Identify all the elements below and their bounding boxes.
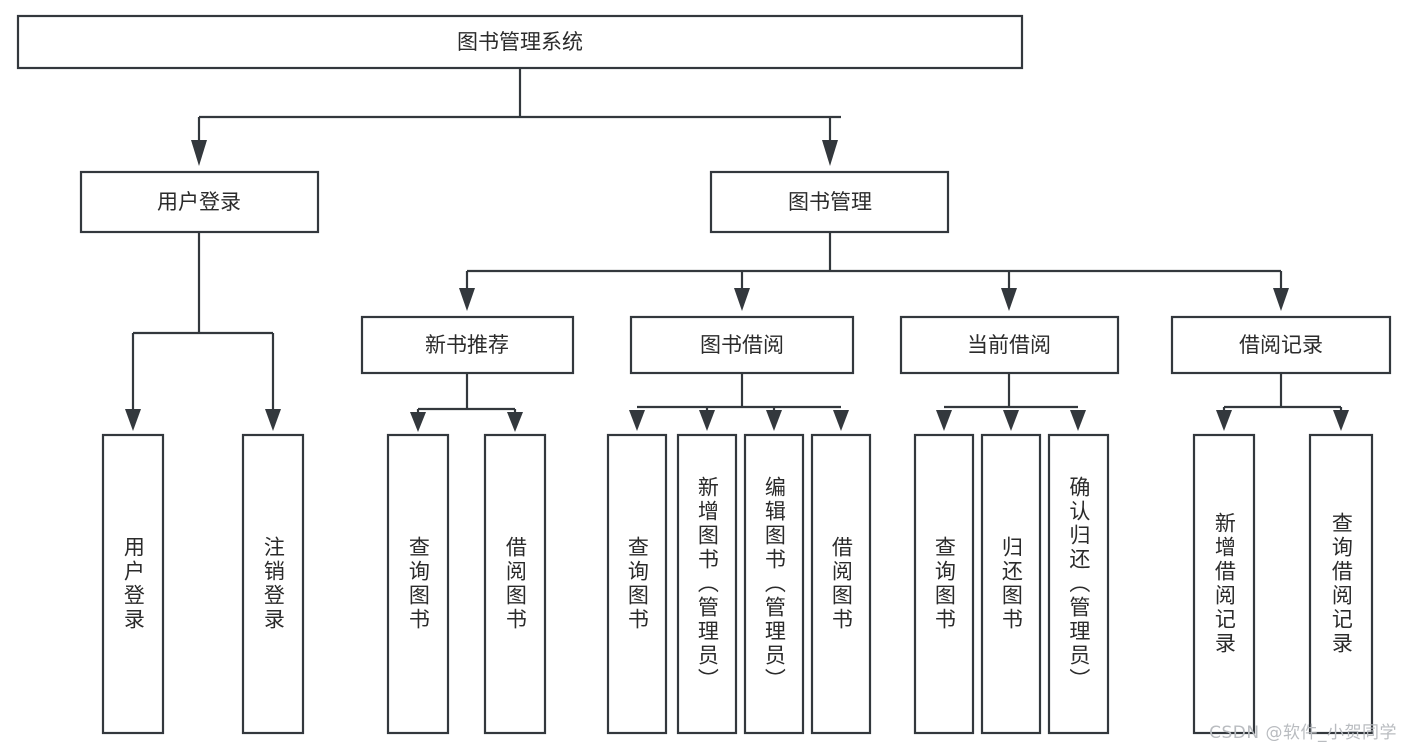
leaf-box-query-book-1[interactable] [386,433,450,735]
node-book-management-box [709,170,950,234]
leaf-box-borrow-book-2[interactable] [810,433,872,735]
leaf-box-add-record[interactable] [1192,433,1256,735]
arrow-head-icon [1070,410,1086,431]
node-new-book-recommend-label: 新书推荐 [425,333,509,357]
node-root-label: 图书管理系统 [457,30,583,54]
node-borrow-records-label: 借阅记录 [1239,333,1323,357]
arrow-head-icon [766,410,782,431]
node-user-login-box [79,170,320,234]
arrow-head-icon [699,410,715,431]
leaf-box-add-book[interactable] [676,433,738,735]
node-root-box [16,14,1024,70]
arrow-head-icon [1001,288,1017,311]
leaf-box-query-book-3[interactable] [913,433,975,735]
arrow-head-icon [507,412,523,432]
edge-group-book-mgmt [459,232,1289,311]
edge-group-new-book [410,373,523,432]
arrow-head-icon [822,140,838,166]
arrow-head-icon [734,288,750,311]
leaf-box-confirm-return[interactable] [1047,433,1110,735]
leaf-box-query-book-2[interactable] [606,433,668,735]
leaf-box-return-book[interactable] [980,433,1042,735]
arrow-head-icon [1273,288,1289,311]
node-book-management[interactable]: 图书管理 [709,170,950,234]
arrow-head-icon [629,410,645,431]
watermark-text: CSDN @软件_小贺同学 [1209,723,1397,743]
arrow-head-icon [936,410,952,431]
arrow-head-icon [191,140,207,166]
node-root-system[interactable]: 图书管理系统 [16,14,1024,70]
leaf-box-user-login[interactable] [101,433,165,735]
node-current-borrow-label: 当前借阅 [967,333,1051,357]
arrow-head-icon [410,412,426,432]
node-current-borrow[interactable]: 当前借阅 [899,315,1120,375]
arrow-head-icon [1333,410,1349,431]
arrow-head-icon [265,409,281,431]
leaf-box-edit-book[interactable] [743,433,805,735]
node-current-borrow-box [899,315,1120,375]
leaf-boxes [101,433,1374,735]
edge-group-root [191,68,841,166]
node-user-login-label: 用户登录 [157,190,241,214]
arrow-head-icon [1003,410,1019,431]
node-book-borrow-label: 图书借阅 [700,333,784,357]
node-book-management-label: 图书管理 [788,190,872,214]
node-borrow-records-box [1170,315,1392,375]
edge-group-user-login [125,232,281,431]
leaf-box-query-record[interactable] [1308,433,1374,735]
edge-group-book-borrow [629,373,849,431]
leaf-box-logout[interactable] [241,433,305,735]
arrow-head-icon [1216,410,1232,431]
node-new-book-recommend-box [360,315,575,375]
node-borrow-records[interactable]: 借阅记录 [1170,315,1392,375]
arrow-head-icon [125,409,141,431]
node-book-borrow-box [629,315,855,375]
node-user-login[interactable]: 用户登录 [79,170,320,234]
leaf-box-borrow-book-1[interactable] [483,433,547,735]
edge-group-borrow-records [1216,373,1349,431]
arrow-head-icon [833,410,849,431]
node-book-borrow[interactable]: 图书借阅 [629,315,855,375]
node-new-book-recommend[interactable]: 新书推荐 [360,315,575,375]
edge-group-current-borrow [936,373,1086,431]
arrow-head-icon [459,288,475,311]
